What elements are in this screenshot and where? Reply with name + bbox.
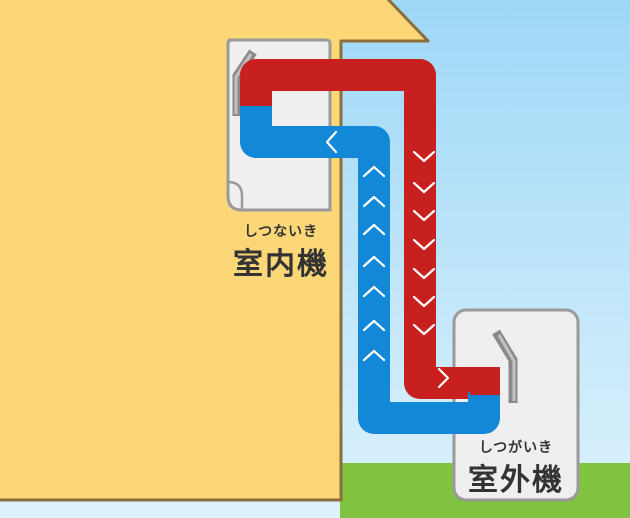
flow-arrow-down-6 — [412, 295, 436, 308]
pipe-cap-indoor-hot — [240, 75, 272, 106]
flow-arrow-up-3 — [362, 223, 386, 236]
indoor-vent-highlight — [234, 53, 253, 114]
pipe-cap-indoor-cold — [240, 106, 272, 120]
flow-arrow-down-7 — [412, 323, 436, 336]
flow-arrow-left — [325, 130, 338, 154]
outdoor-unit-label: 室外機 — [468, 463, 564, 498]
outdoor-vent-highlight — [497, 334, 516, 401]
flow-arrow-up-6 — [362, 319, 386, 332]
indoor-unit-label: 室内機 — [233, 247, 329, 282]
flow-arrow-up-2 — [362, 195, 386, 208]
outdoor-unit — [452, 308, 580, 502]
cold-refrigerant-pipe — [240, 108, 500, 434]
flow-arrow-down-5 — [412, 267, 436, 280]
flow-arrow-up-5 — [362, 285, 386, 298]
flow-arrow-up-1 — [362, 165, 386, 178]
flow-arrow-down-4 — [412, 238, 436, 251]
flow-arrow-up-4 — [362, 255, 386, 268]
pipe-cap-outdoor-cold — [470, 395, 500, 407]
outdoor-unit-reading: しつがいき — [478, 440, 554, 456]
flow-arrow-up-7 — [362, 349, 386, 362]
pipe-cap-outdoor-hot — [470, 367, 500, 395]
flow-arrow-down-3 — [412, 209, 436, 222]
flow-arrow-right — [437, 367, 450, 389]
flow-arrow-down-2 — [412, 181, 436, 194]
flow-arrow-down-1 — [412, 150, 436, 163]
indoor-unit-reading: しつないき — [243, 224, 319, 240]
indoor-unit-fold — [227, 180, 244, 210]
